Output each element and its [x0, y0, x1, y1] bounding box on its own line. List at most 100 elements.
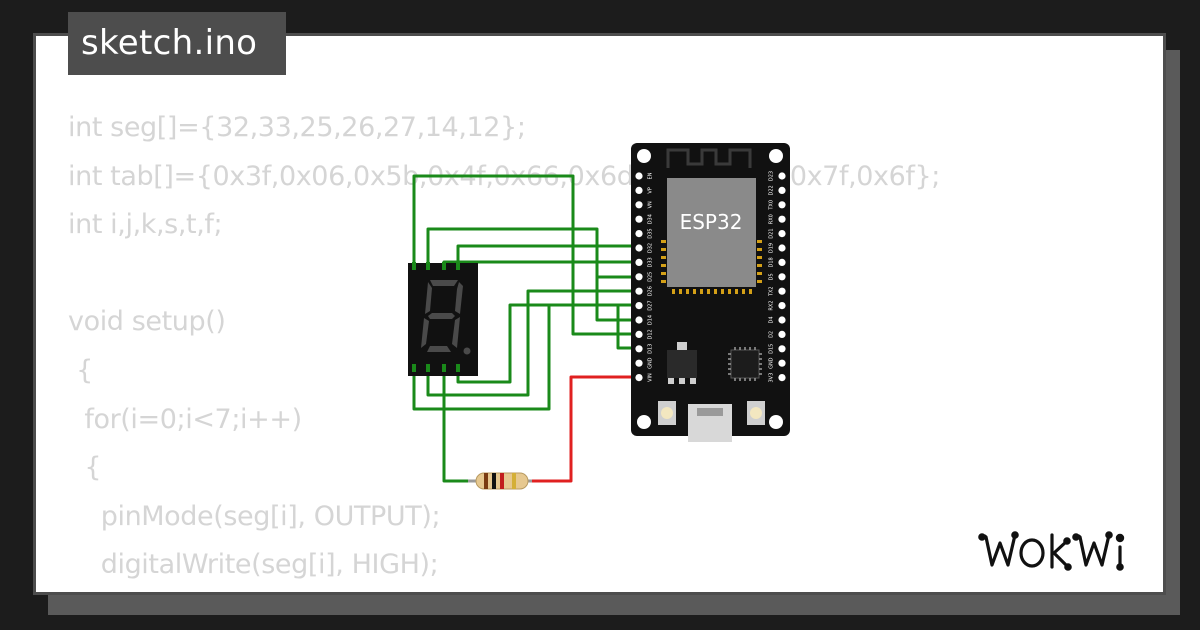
- seven-segment-display[interactable]: [408, 262, 478, 376]
- code-line-5: void setup(): [68, 306, 226, 338]
- pin-right-d5[interactable]: [778, 273, 786, 281]
- pin-label-left: D33: [648, 257, 654, 267]
- pin-left-vp[interactable]: [635, 186, 643, 194]
- code-editor[interactable]: int seg[]={32,33,25,26,27,14,12};int tab…: [68, 104, 940, 592]
- pin-label-left: VN: [648, 201, 654, 208]
- pin-label-right: D15: [769, 344, 775, 354]
- pin-right-rx0[interactable]: [778, 215, 786, 223]
- pin-left-vn[interactable]: [635, 201, 643, 209]
- pin-label-right: D2: [769, 331, 775, 338]
- pin-right-3v3[interactable]: [778, 374, 786, 382]
- pin-right-d21[interactable]: [778, 230, 786, 238]
- pin-left-d26[interactable]: [635, 287, 643, 295]
- pin-left-d13[interactable]: [635, 345, 643, 353]
- pin-right-tx0[interactable]: [778, 201, 786, 209]
- pin-right-d23[interactable]: [778, 172, 786, 180]
- pin-label-left: EN: [648, 172, 654, 179]
- chip-pads: [661, 240, 762, 294]
- pin-left-d25[interactable]: [635, 273, 643, 281]
- pin-left-d27[interactable]: [635, 302, 643, 310]
- pin-right-d2[interactable]: [778, 330, 786, 338]
- en-button[interactable]: [658, 401, 676, 425]
- pin-label-left: GND: [648, 357, 654, 369]
- wire-d14[interactable]: [595, 277, 638, 322]
- pin-left-gnd[interactable]: [635, 359, 643, 367]
- code-line-6: {: [68, 354, 93, 386]
- pin-left-d35[interactable]: [635, 230, 643, 238]
- pin-label-right: D4: [769, 316, 775, 323]
- usb-uart-chip: [730, 349, 760, 379]
- pin-label-right: 3V3: [769, 373, 775, 383]
- pin-label-right: GND: [769, 357, 775, 369]
- pin-right-d18[interactable]: [778, 258, 786, 266]
- pin-right-gnd[interactable]: [778, 359, 786, 367]
- code-line-9: pinMode(seg[i], OUTPUT);: [68, 500, 441, 532]
- pin-label-right: RX2: [769, 301, 775, 311]
- preview-card: int seg[]={32,33,25,26,27,14,12};int tab…: [33, 33, 1166, 595]
- pin-label-right: D23: [769, 171, 775, 181]
- pin-label-right: D21: [769, 228, 775, 238]
- pin-right-d4[interactable]: [778, 316, 786, 324]
- pin-left-d14[interactable]: [635, 316, 643, 324]
- voltage-regulator: [667, 350, 697, 378]
- pin-right-d19[interactable]: [778, 244, 786, 252]
- pin-left-en[interactable]: [635, 172, 643, 180]
- pin-left-d32[interactable]: [635, 244, 643, 252]
- pin-left-d34[interactable]: [635, 215, 643, 223]
- pin-label-left: D34: [648, 214, 654, 224]
- pin-label-left: D13: [648, 344, 654, 354]
- segment-group: [421, 280, 471, 355]
- pin-label-right: D5: [769, 273, 775, 280]
- pin-label-left: D26: [648, 286, 654, 296]
- wokwi-logo: [978, 531, 1125, 571]
- pin-label-left: D35: [648, 228, 654, 238]
- code-line-3: int i,j,k,s,t,f;: [68, 209, 223, 241]
- pin-right-d22[interactable]: [778, 186, 786, 194]
- pin-right-d15[interactable]: [778, 345, 786, 353]
- pin-left-d12[interactable]: [635, 330, 643, 338]
- resistor[interactable]: [468, 472, 532, 490]
- pin-label-right: RX0: [769, 214, 775, 224]
- pin-label-left: D12: [648, 329, 654, 339]
- wokwi-logo-mark: [978, 531, 1125, 571]
- wire-d25[interactable]: [426, 227, 638, 279]
- pin-label-right: TX2: [769, 286, 775, 297]
- code-line-8: {: [68, 452, 102, 484]
- wire-d32[interactable]: [456, 244, 638, 266]
- pin-label-right: D18: [769, 257, 775, 267]
- pin-label-left: VIN: [648, 373, 654, 382]
- right-pin-header: [778, 172, 786, 382]
- code-line-10: digitalWrite(seg[i], HIGH);: [68, 549, 439, 581]
- file-title-tab[interactable]: sketch.ino: [68, 12, 286, 75]
- pin-right-tx2[interactable]: [778, 287, 786, 295]
- wire-bottom-outer[interactable]: [412, 305, 551, 411]
- pin-left-vin[interactable]: [635, 374, 643, 382]
- boot-button[interactable]: [747, 401, 765, 425]
- usb-port[interactable]: [688, 404, 732, 442]
- esp32-chip: [667, 178, 756, 287]
- usb-chip-pins: [728, 347, 762, 381]
- left-pin-header: [635, 172, 643, 382]
- esp32-board[interactable]: ESP32 ENVPVND34D35D32D33D25D26D27D14D12D…: [631, 143, 790, 442]
- wire-d27[interactable]: [456, 303, 638, 384]
- pin-label-right: D22: [769, 185, 775, 195]
- pin-label-left: D14: [648, 315, 654, 325]
- pin-label-right: TX0: [769, 200, 775, 211]
- wire-d26[interactable]: [426, 289, 638, 397]
- pin-label-left: D27: [648, 300, 654, 310]
- wire-vin[interactable]: [530, 375, 638, 483]
- code-line-7: for(i=0;i<7;i++): [68, 403, 302, 435]
- pin-label-left: VP: [648, 187, 654, 193]
- pin-right-rx2[interactable]: [778, 302, 786, 310]
- wire-group: [412, 174, 638, 483]
- esp32-label: ESP32: [680, 210, 743, 234]
- wire-bottom-common[interactable]: [442, 368, 470, 483]
- pin-label-right: D19: [769, 243, 775, 253]
- pin-left-d33[interactable]: [635, 258, 643, 266]
- pin-label-left: D32: [648, 243, 654, 253]
- pin-label-left: D25: [648, 272, 654, 282]
- code-line-1: int seg[]={32,33,25,26,27,14,12};: [68, 112, 526, 143]
